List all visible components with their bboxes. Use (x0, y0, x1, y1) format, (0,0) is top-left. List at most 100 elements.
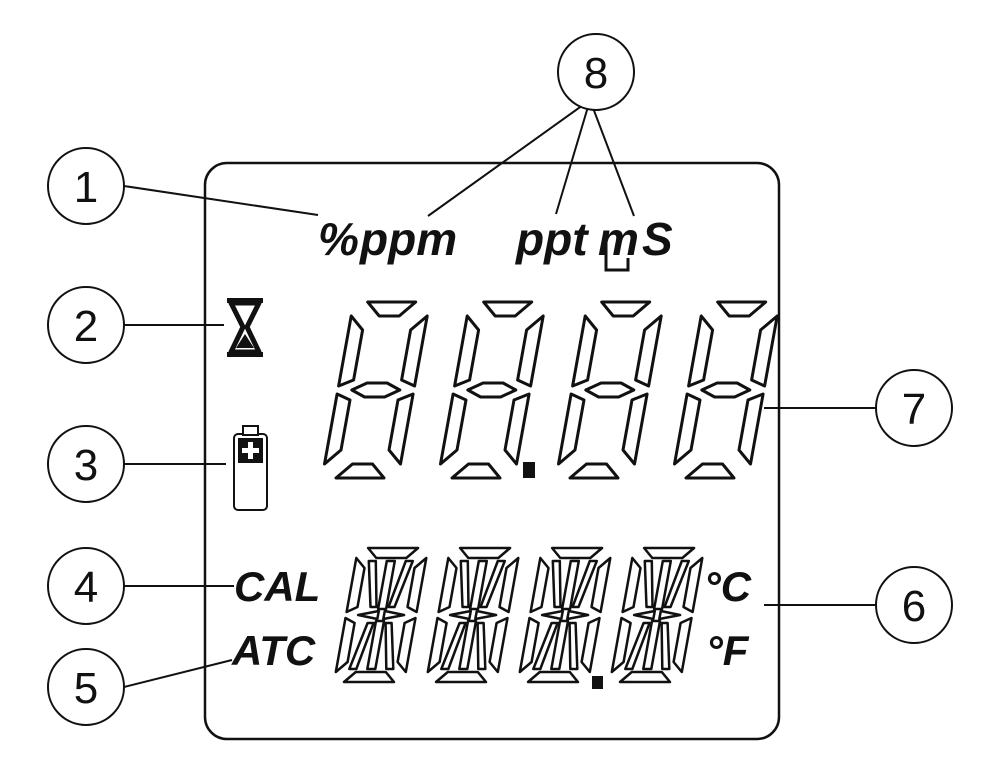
alpha-segment-4 (618, 670, 672, 684)
alpha-segment-9 (468, 559, 489, 611)
alpha-segment-6 (437, 556, 458, 614)
alpha-segment-13 (532, 621, 559, 671)
main-reading-display (323, 300, 779, 480)
callouts: 1 2 3 4 5 6 7 8 (47, 33, 953, 726)
alpha-segment-10 (458, 619, 478, 671)
segment-b (634, 314, 663, 388)
alpha-segment-2 (682, 556, 704, 614)
celsius-indicator: °C (704, 563, 752, 610)
segment-e (673, 392, 702, 466)
segment-g (350, 381, 402, 399)
alpha-segment-6 (529, 556, 550, 614)
leader-lines (123, 99, 876, 688)
alpha-segment-10 (366, 619, 386, 671)
alpha-digit-2 (426, 546, 520, 684)
micro-descender (604, 240, 630, 272)
alpha-segment-9 (652, 559, 673, 611)
alpha-segment-14 (476, 621, 487, 671)
leader-line-8b (555, 99, 591, 215)
callout-6-label: 6 (902, 582, 926, 631)
alpha-segment-2 (406, 556, 428, 614)
digit-3 (557, 300, 663, 480)
segment-a (366, 300, 418, 318)
alpha-segment-13 (440, 621, 467, 671)
alpha-segment-4 (434, 670, 488, 684)
segment-c (387, 392, 415, 466)
alpha-segment-11 (367, 559, 378, 609)
alpha-segment-12 (571, 559, 599, 609)
alpha-segment-8 (566, 609, 590, 621)
alpha-segment-10 (642, 619, 662, 671)
alpha-segment-3 (488, 616, 509, 674)
alpha-segment-14 (384, 621, 395, 671)
atc-indicator: ATC (231, 627, 316, 674)
segment-a (600, 300, 652, 318)
segment-f (687, 314, 715, 388)
alpha-segment-5 (334, 616, 356, 674)
segment-g (466, 381, 518, 399)
segment-b (750, 314, 779, 388)
callout-4-label: 4 (74, 563, 98, 612)
alpha-segment-3 (672, 616, 693, 674)
callout-8: 8 (557, 33, 635, 111)
segment-b (400, 314, 429, 388)
alpha-segment-7 (448, 609, 473, 621)
callout-3-label: 3 (74, 441, 98, 490)
callout-7: 7 (875, 369, 953, 447)
alpha-segment-10 (550, 619, 570, 671)
segment-e (557, 392, 586, 466)
callout-2-label: 2 (74, 302, 98, 351)
alpha-segment-2 (498, 556, 520, 614)
alpha-segment-1 (642, 546, 696, 560)
unit-ppt: ppt (514, 213, 589, 265)
alpha-segment-12 (663, 559, 691, 609)
hourglass-icon (227, 298, 263, 357)
alpha-segment-2 (590, 556, 612, 614)
unit-annunciators: % ppm ppt m S (318, 213, 673, 272)
unit-micro: m (598, 213, 639, 265)
alpha-segment-14 (568, 621, 579, 671)
unit-ppm: ppm (358, 213, 457, 265)
alpha-segment-4 (342, 670, 396, 684)
alpha-segment-13 (348, 621, 375, 671)
alpha-segment-8 (474, 609, 498, 621)
leader-line-5 (123, 659, 233, 688)
alpha-segment-7 (356, 609, 381, 621)
alpha-segment-1 (458, 546, 512, 560)
leader-line-8c (589, 99, 635, 217)
leader-line-8a (427, 99, 591, 217)
alpha-segment-6 (621, 556, 642, 614)
unit-percent: % (318, 213, 359, 265)
alpha-segment-9 (560, 559, 581, 611)
cal-indicator: CAL (234, 563, 320, 610)
alpha-segment-5 (610, 616, 632, 674)
digit-1 (323, 300, 429, 480)
alpha-segment-7 (632, 609, 657, 621)
alpha-decimal-point (592, 676, 603, 689)
alpha-digit-1 (334, 546, 428, 684)
alpha-segment-12 (479, 559, 507, 609)
alpha-segment-1 (550, 546, 604, 560)
alpha-segment-5 (426, 616, 448, 674)
alpha-segment-9 (376, 559, 397, 611)
callout-7-label: 7 (902, 385, 926, 434)
alpha-digit-4 (610, 546, 704, 684)
alpha-segment-4 (526, 670, 580, 684)
fahrenheit-indicator: °F (706, 627, 750, 674)
leader-line-1 (123, 185, 319, 216)
callout-6: 6 (875, 566, 953, 644)
segment-g (700, 381, 752, 399)
alpha-segment-5 (518, 616, 540, 674)
segment-f (571, 314, 599, 388)
segment-c (737, 392, 765, 466)
segment-d (334, 462, 386, 480)
segment-b (516, 314, 545, 388)
segment-f (337, 314, 365, 388)
callout-2: 2 (47, 286, 125, 364)
alpha-segment-8 (658, 609, 682, 621)
callout-4: 4 (47, 547, 125, 625)
segment-d (684, 462, 736, 480)
decimal-point (523, 462, 535, 478)
alpha-segment-6 (345, 556, 366, 614)
